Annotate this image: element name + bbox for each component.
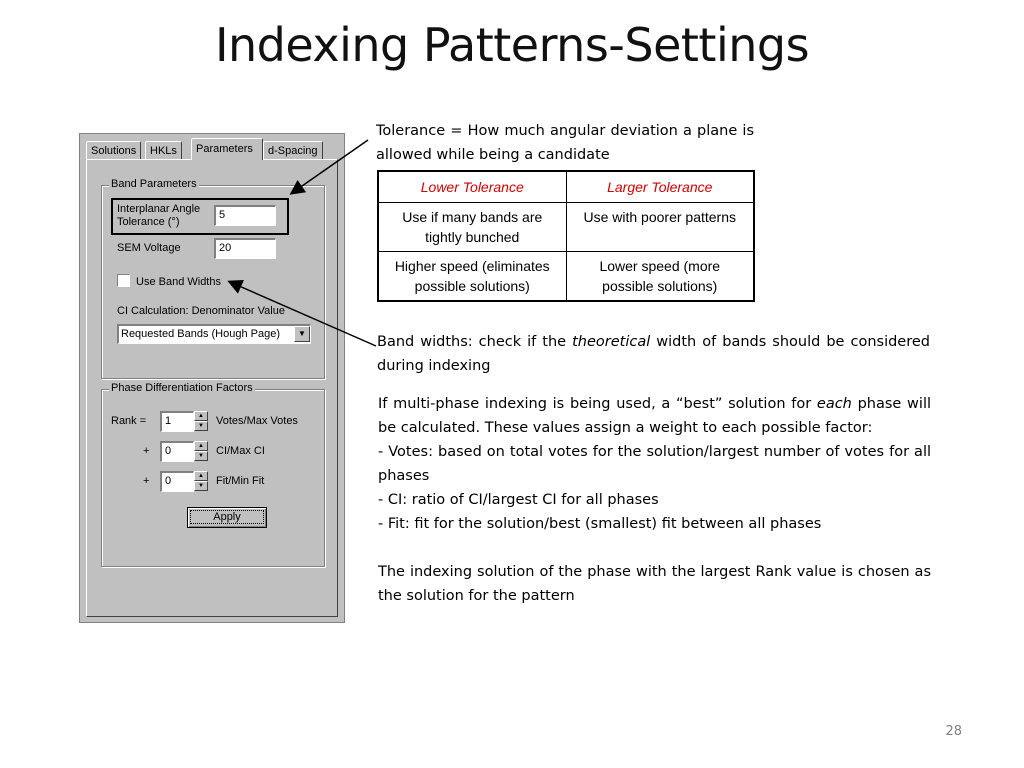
ci-calculation-label: CI Calculation: Denominator Value [117,305,285,317]
band-widths-emphasis: theoretical [572,334,651,350]
table-cell: Use if many bands are tightly bunched [377,202,567,252]
tab-hkls[interactable]: HKLs [145,141,182,160]
ci-weight-input[interactable]: 0 [160,441,194,462]
sem-voltage-input[interactable]: 20 [214,238,276,259]
fit-weight-input[interactable]: 0 [160,471,194,492]
band-widths-note: Band widths: check if the theoretical wi… [377,330,930,378]
sem-voltage-label: SEM Voltage [117,242,181,254]
rank-spinner[interactable]: ▲ ▼ [194,411,208,431]
tolerance-note: Tolerance = How much angular deviation a… [376,123,754,163]
tab-d-spacing[interactable]: d-Spacing [263,141,323,160]
votes-bullet: - Votes: based on total votes for the so… [378,444,931,484]
table-header-larger: Larger Tolerance [565,170,755,203]
plus-sign-ci: + [143,445,150,457]
tolerance-table: Lower Tolerance Larger Tolerance Use if … [377,170,755,302]
band-widths-text: Band widths: check if the [377,334,573,350]
spin-down-icon[interactable]: ▼ [194,421,208,431]
phase-differentiation-title: Phase Differentiation Factors [109,382,255,394]
plus-sign-fit: + [143,475,150,487]
conclusion-note: The indexing solution of the phase with … [378,564,931,604]
slide-number: 28 [945,724,962,739]
multi-phase-emphasis: each [816,396,852,412]
use-band-widths-label: Use Band Widths [136,276,221,288]
fit-min-fit-label: Fit/Min Fit [216,475,265,487]
table-row: Use if many bands are tightly bunched Us… [377,202,755,252]
band-widths-arrow [227,279,377,347]
ci-max-ci-label: CI/Max CI [216,445,265,457]
apply-button-label: Apply [190,510,264,524]
rank-input[interactable]: 1 [160,411,194,432]
ci-bullet: - CI: ratio of CI/largest CI for all pha… [378,492,659,508]
ci-denominator-value: Requested Bands (Hough Page) [121,328,280,340]
table-row: Higher speed (eliminates possible soluti… [377,251,755,302]
slide-title: Indexing Patterns-Settings [214,18,810,72]
parameters-dialog: Solutions HKLs Parameters d-Spacing Band… [79,133,345,623]
tolerance-arrow [289,139,369,195]
angle-tolerance-label-line1: Interplanar Angle [117,203,201,215]
tab-solutions[interactable]: Solutions [86,141,142,160]
multi-phase-note: If multi-phase indexing is being used, a… [378,392,931,608]
spin-up-icon[interactable]: ▲ [194,471,208,481]
multi-phase-text-end: phase will be calculated. These values a… [378,396,932,436]
ci-denominator-select[interactable]: Requested Bands (Hough Page) ▼ [117,324,311,344]
spin-down-icon[interactable]: ▼ [194,481,208,491]
table-cell: Lower speed (more possible solutions) [565,251,755,302]
fit-weight-spinner[interactable]: ▲ ▼ [194,471,208,491]
use-band-widths-checkbox[interactable] [117,274,130,287]
table-cell: Use with poorer patterns [565,202,755,252]
ci-weight-spinner[interactable]: ▲ ▼ [194,441,208,461]
angle-tolerance-input[interactable]: 5 [214,205,276,226]
band-parameters-group [101,185,325,379]
apply-button[interactable]: Apply [187,507,267,528]
votes-max-votes-label: Votes/Max Votes [216,415,298,427]
angle-tolerance-label-line2: Tolerance (°) [117,216,180,228]
spin-up-icon[interactable]: ▲ [194,411,208,421]
tab-content-parameters: Band Parameters Interplanar Angle Tolera… [86,159,338,617]
fit-bullet: - Fit: fit for the solution/best (smalle… [378,516,822,532]
multi-phase-text: If multi-phase indexing is being used, a… [378,396,817,412]
multi-phase-intro: If multi-phase indexing is being used, a… [378,392,931,440]
table-cell: Higher speed (eliminates possible soluti… [377,251,567,302]
tab-parameters[interactable]: Parameters [191,138,263,160]
band-parameters-title: Band Parameters [109,178,199,190]
spin-down-icon[interactable]: ▼ [194,451,208,461]
rank-label: Rank = [111,415,147,427]
chevron-down-icon[interactable]: ▼ [294,326,310,342]
spacer [378,536,931,560]
band-widths-text-end: width of bands should be considered duri… [377,334,930,374]
spin-up-icon[interactable]: ▲ [194,441,208,451]
tolerance-highlight-box [111,198,289,235]
table-header-lower: Lower Tolerance [377,170,567,203]
